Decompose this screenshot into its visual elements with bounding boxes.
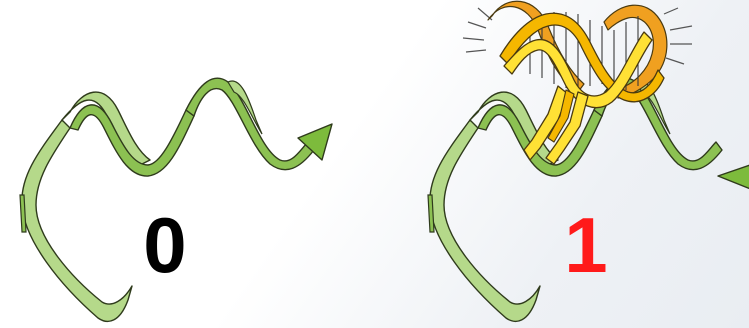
arrowhead-icon: [718, 164, 749, 190]
panel-after: 1: [428, 1, 749, 321]
digit-label-before: 0: [143, 201, 186, 289]
digit-label-after: 1: [564, 201, 607, 289]
protein-helix-icon: [463, 1, 692, 164]
panel-before: 0: [20, 78, 332, 321]
